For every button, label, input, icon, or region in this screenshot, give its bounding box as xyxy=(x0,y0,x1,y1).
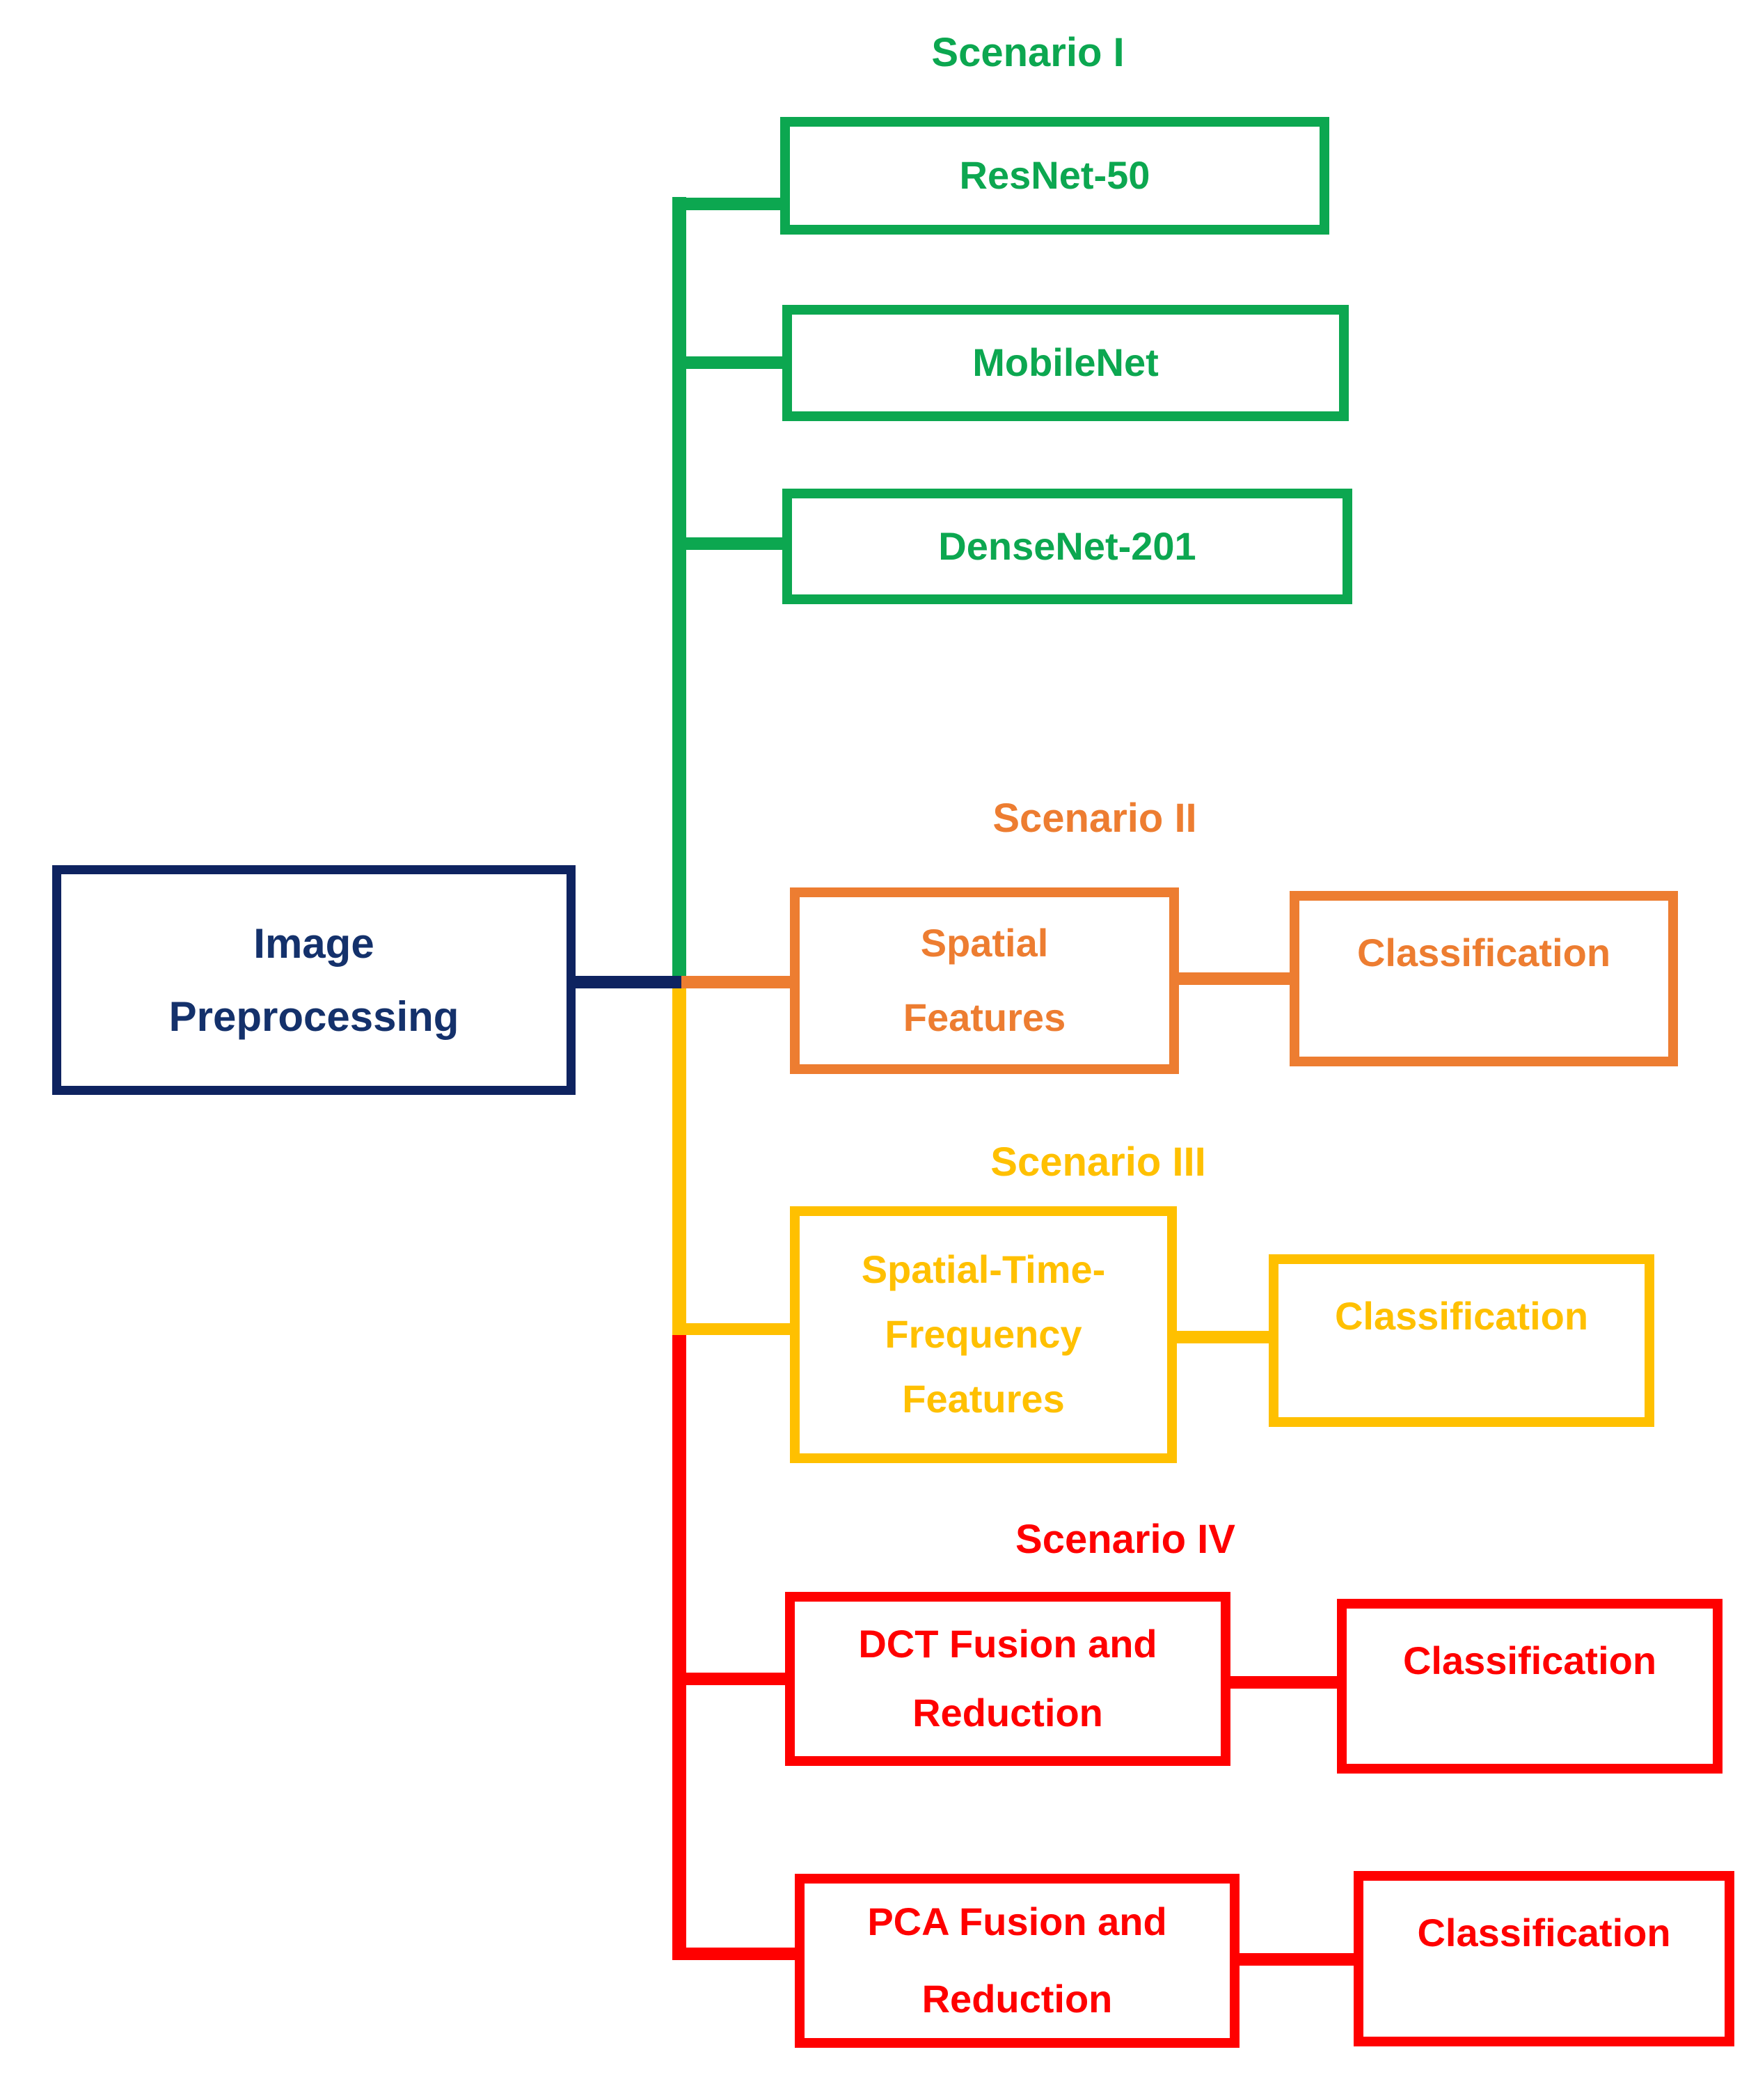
pca-to-classification-line xyxy=(1238,1953,1355,1966)
classification-box-scenario3: Classification xyxy=(1269,1254,1654,1427)
spatial-to-classification-line xyxy=(1178,972,1291,985)
mobilenet-branch-line xyxy=(685,356,784,369)
resnet50-label: ResNet-50 xyxy=(959,153,1150,198)
pca-branch-line xyxy=(672,1948,796,1960)
classification-label-scenario4-pca: Classification xyxy=(1417,1911,1671,1955)
classification-box-scenario4-pca: Classification xyxy=(1354,1871,1734,2046)
classification-label-scenario4-dct: Classification xyxy=(1402,1639,1657,1682)
stf-label-line2: Frequency xyxy=(885,1312,1082,1357)
dct-label-line2: Reduction xyxy=(912,1691,1103,1735)
stf-branch-line xyxy=(672,1323,791,1335)
densenet201-box: DenseNet-201 xyxy=(782,489,1352,604)
image-preprocessing-box: Image Preprocessing xyxy=(52,865,576,1095)
scenario3-title: Scenario III xyxy=(990,1139,1206,1185)
spatial-features-label-line1: Spatial xyxy=(920,921,1049,965)
mobilenet-label: MobileNet xyxy=(972,340,1159,385)
classification-label-scenario3: Classification xyxy=(1334,1294,1589,1338)
pca-label-line1: PCA Fusion and xyxy=(867,1900,1167,1944)
densenet201-label: DenseNet-201 xyxy=(938,523,1196,568)
classification-box-scenario4-dct: Classification xyxy=(1337,1599,1723,1774)
spatial-features-label-line2: Features xyxy=(903,995,1066,1039)
dct-label-line1: DCT Fusion and xyxy=(858,1622,1157,1666)
gold-trunk-line xyxy=(672,982,686,1334)
resnet50-box: ResNet-50 xyxy=(780,117,1329,235)
classification-box-scenario2: Classification xyxy=(1290,891,1678,1066)
preprocessing-connector-line xyxy=(574,976,686,988)
pca-fusion-reduction-box: PCA Fusion and Reduction xyxy=(795,1874,1240,2048)
image-preprocessing-label-line1: Image xyxy=(253,920,374,967)
spatial-branch-line xyxy=(681,976,791,988)
scenario4-title: Scenario IV xyxy=(1015,1517,1235,1562)
mobilenet-box: MobileNet xyxy=(782,305,1349,421)
resnet-branch-line xyxy=(672,198,782,210)
red-trunk-line xyxy=(672,1334,686,1960)
stf-label-line3: Features xyxy=(902,1376,1065,1421)
stf-label-line1: Spatial-Time- xyxy=(861,1247,1106,1292)
dct-fusion-reduction-box: DCT Fusion and Reduction xyxy=(785,1592,1230,1766)
green-trunk-line xyxy=(672,197,686,982)
pca-label-line2: Reduction xyxy=(921,1977,1113,2021)
densenet-branch-line xyxy=(685,537,784,550)
classification-label-scenario2: Classification xyxy=(1356,931,1611,974)
dct-branch-line xyxy=(685,1673,786,1685)
spatial-features-box: Spatial Features xyxy=(790,887,1179,1074)
stf-to-classification-line xyxy=(1175,1331,1270,1343)
image-preprocessing-label-line2: Preprocessing xyxy=(168,993,459,1040)
dct-to-classification-line xyxy=(1229,1676,1338,1689)
scenario1-title: Scenario I xyxy=(931,30,1125,75)
spatial-time-frequency-box: Spatial-Time- Frequency Features xyxy=(790,1206,1177,1463)
scenario2-title: Scenario II xyxy=(992,796,1197,841)
